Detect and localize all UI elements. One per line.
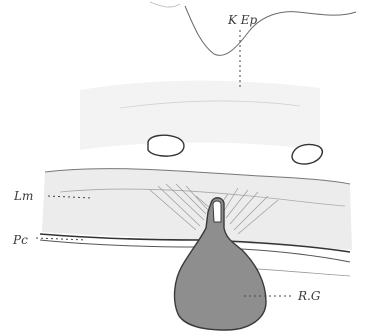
label-lm: Lm: [13, 189, 33, 203]
middle-tissue-wash: [80, 81, 320, 150]
left-cavity: [148, 135, 184, 156]
gland-duct: [213, 201, 221, 222]
label-kep: K Ep: [227, 13, 258, 27]
epithelium-outline: [185, 6, 356, 55]
right-cavity: [292, 144, 322, 164]
label-pc: Pc: [12, 233, 28, 247]
epithelium-faint-line: [150, 2, 180, 7]
label-rg: R.G: [297, 289, 321, 303]
pc-leader-line: [36, 238, 86, 240]
